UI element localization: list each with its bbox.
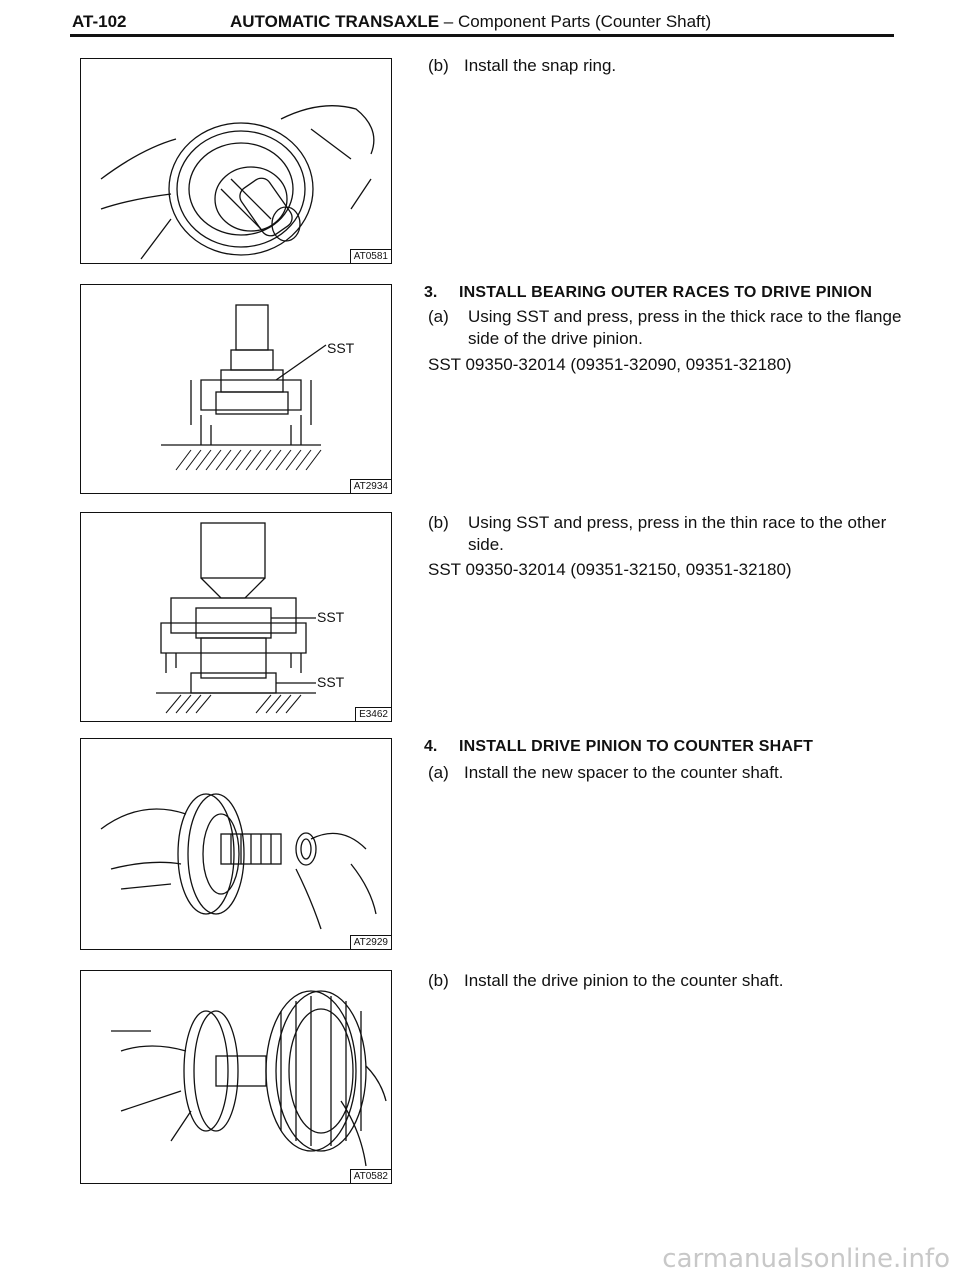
- page-number: AT-102: [72, 12, 127, 31]
- figure-thick-race: SST AT2934: [80, 284, 392, 494]
- step-3b-instruction: (b) Using SST and press, press in the th…: [428, 513, 887, 554]
- sst-label-upper: SST: [317, 609, 345, 625]
- spacer-install-illustration: [100, 793, 377, 930]
- press-thin-race-illustration: [156, 522, 316, 714]
- snap-ring-illustration: [100, 105, 375, 260]
- press-thick-race-illustration: [161, 304, 327, 471]
- sst-label: SST: [327, 340, 355, 356]
- step-3-number: 3.: [424, 284, 438, 301]
- figure-code: AT2934: [349, 479, 391, 493]
- step-3a-instruction: (a) Using SST and press, press in the th…: [428, 307, 902, 348]
- figure-code: E3462: [355, 707, 391, 721]
- step-3-title: INSTALL BEARING OUTER RACES TO DRIVE PIN…: [459, 284, 873, 301]
- step-4-number: 4.: [424, 738, 438, 755]
- figure-drive-pinion: AT0582: [80, 970, 392, 1184]
- snap-ring-instruction: (b)Install the snap ring.: [428, 56, 617, 75]
- watermark: carmanualsonline.info: [662, 1244, 950, 1274]
- figure-thin-race: SST SST E3462: [80, 512, 392, 722]
- page-title: AUTOMATIC TRANSAXLE – Component Parts (C…: [230, 12, 712, 31]
- sst-label-lower: SST: [317, 674, 345, 690]
- step-3a-sst: SST 09350-32014 (09351-32090, 09351-3218…: [428, 355, 792, 374]
- header-rule: [70, 34, 894, 37]
- figure-code: AT0582: [349, 1169, 391, 1183]
- step-4-title: INSTALL DRIVE PINION TO COUNTER SHAFT: [459, 738, 814, 755]
- drive-pinion-install-illustration: [111, 990, 387, 1167]
- step-3b-sst: SST 09350-32014 (09351-32150, 09351-3218…: [428, 560, 792, 579]
- figure-code: AT2929: [349, 935, 391, 949]
- figure-spacer: AT2929: [80, 738, 392, 950]
- figure-snap-ring: AT0581: [80, 58, 392, 264]
- figure-code: AT0581: [349, 249, 391, 263]
- step-4a-instruction: (a)Install the new spacer to the counter…: [428, 763, 784, 782]
- step-4b-instruction: (b)Install the drive pinion to the count…: [428, 971, 784, 990]
